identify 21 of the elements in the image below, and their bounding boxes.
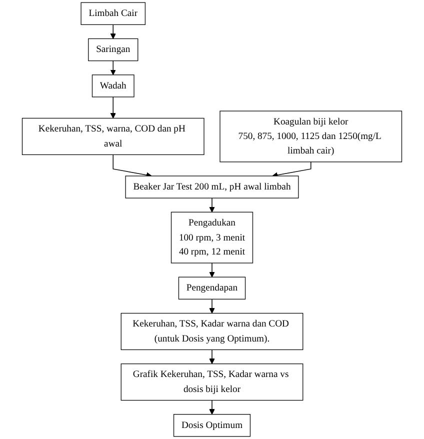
- arrow: [112, 154, 152, 178]
- arrow: [110, 96, 116, 118]
- arrow: [209, 298, 215, 314]
- arrow: [110, 60, 116, 76]
- node-box: Grafik Kekeruhan, TSS, Kadar warna vs dosis biji kelor: [120, 363, 304, 401]
- node-box: Pengadukan 100 rpm, 3 menit 40 rpm, 12 menit: [170, 212, 254, 264]
- arrow: [209, 198, 215, 212]
- arrow: [272, 162, 312, 178]
- arrow: [209, 262, 215, 278]
- node-box: Kekeruhan, TSS, Kadar warna dan COD (untuk Dosis yang Optimum).: [120, 312, 304, 350]
- node-box: Wadah: [92, 74, 134, 98]
- node-box: Kekeruhan, TSS, warna, COD dan pH awal: [22, 118, 204, 156]
- node-box: Saringan: [88, 38, 138, 62]
- arrow: [209, 400, 215, 415]
- node-box: Beaker Jar Test 200 mL, pH awal limbah: [125, 176, 299, 198]
- node-box: Pengendapan: [178, 276, 246, 300]
- node-box: Koagulan biji kelor 750, 875, 1000, 1125 dan 1250(mg/L limbah cair): [220, 110, 402, 162]
- arrow: [110, 24, 116, 39]
- node-box: Limbah Cair: [80, 2, 146, 25]
- arrow: [209, 349, 215, 364]
- node-box: Dosis Optimum: [173, 414, 251, 437]
